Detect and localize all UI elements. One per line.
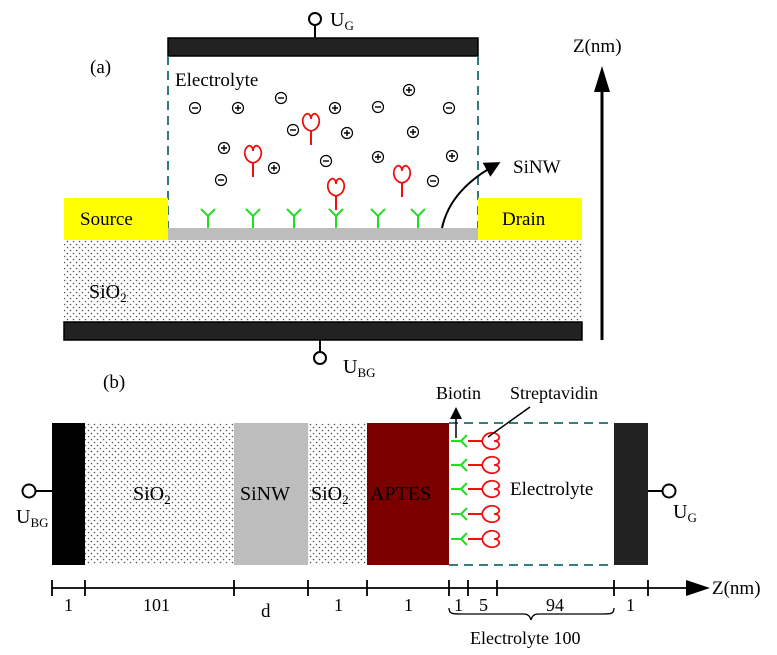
top-gate-terminal-b	[661, 483, 677, 499]
dim-label-aptes: 1	[404, 595, 413, 615]
dim-label-sinw: d	[261, 601, 271, 622]
dim-label-streptavidin: 5	[479, 595, 488, 615]
bound-target-molecule	[326, 177, 346, 211]
probe-receptor	[370, 208, 386, 229]
dim-label-biotin: 1	[454, 595, 463, 615]
negative-ion	[274, 91, 288, 105]
electrolyte-total-label: Electrolyte 100	[470, 628, 580, 648]
panel-b-label: (b)	[103, 372, 125, 393]
oxide-right-label: SiO2	[311, 483, 349, 507]
free-target-molecule	[392, 164, 412, 198]
free-target-molecule	[301, 112, 321, 146]
streptavidin-target	[467, 455, 501, 475]
oxide-label: SiO2	[89, 281, 127, 305]
top-gate-terminal	[308, 12, 322, 26]
positive-ion	[445, 149, 459, 163]
positive-ion	[217, 141, 231, 155]
sinw-channel	[168, 228, 478, 240]
negative-ion	[426, 174, 440, 188]
probe-receptor	[328, 208, 344, 229]
top-gate-label: UG	[330, 9, 354, 33]
back-gate-label-b: UBG	[16, 506, 49, 530]
dim-label-oxide: 101	[143, 595, 170, 615]
back-gate-terminal-b	[21, 483, 37, 499]
biotin-probe	[450, 482, 468, 496]
top-gate-electrode	[167, 37, 479, 57]
back-gate-layer	[52, 423, 85, 565]
panel-a: (a) UG Electrolyte	[63, 9, 622, 380]
biotin-label: Biotin	[436, 383, 481, 403]
oxide-left-label: SiO2	[133, 483, 171, 507]
sinw-layer	[234, 423, 308, 565]
biotin-probe	[450, 434, 468, 448]
dim-label-topgate: 1	[626, 595, 635, 615]
top-gate-layer	[614, 423, 648, 565]
streptavidin-target	[467, 431, 501, 451]
positive-ion	[340, 126, 354, 140]
probe-receptor	[410, 208, 426, 229]
streptavidin-target	[467, 504, 501, 524]
positive-ion	[231, 101, 245, 115]
negative-ion	[188, 101, 202, 115]
positive-ion	[328, 101, 342, 115]
back-gate-terminal	[313, 351, 327, 365]
negative-ion	[214, 173, 228, 187]
electrolyte-layer-label: Electrolyte	[510, 479, 593, 500]
negative-ion	[319, 154, 333, 168]
aptes-layer	[367, 423, 449, 565]
electrolyte-brace	[448, 607, 615, 621]
dimension-ticks	[51, 580, 649, 596]
biotin-probe	[450, 532, 468, 546]
dim-label-oxide2: 1	[334, 595, 343, 615]
sinw-pointer-arrow	[441, 162, 501, 229]
negative-ion	[371, 100, 385, 114]
biotin-probe	[450, 458, 468, 472]
streptavidin-target	[467, 479, 501, 499]
back-gate-electrode	[63, 321, 583, 341]
biotin-probe	[450, 507, 468, 521]
dim-label-electrolyte: 94	[546, 595, 564, 615]
drain-label: Drain	[502, 209, 546, 230]
probe-receptor	[245, 208, 261, 229]
oxide-layer	[64, 240, 582, 322]
z-axis-arrowhead	[594, 66, 610, 92]
positive-ion	[406, 125, 420, 139]
negative-ion	[442, 101, 456, 115]
top-gate-label-b: UG	[673, 501, 697, 525]
positive-ion	[402, 83, 416, 97]
electrolyte-boundary	[449, 422, 614, 566]
ions	[188, 83, 459, 188]
z-axis-label-b: Z(nm)	[712, 578, 761, 599]
sinw-layer-label: SiNW	[240, 483, 290, 505]
surface-molecules	[450, 431, 501, 549]
free-target-molecule	[243, 144, 263, 178]
oxide-layer-right	[308, 423, 367, 565]
probe-receptor	[200, 208, 216, 229]
aptes-label: APTES	[370, 483, 431, 505]
source-contact	[64, 198, 168, 240]
positive-ion	[267, 161, 281, 175]
source-label: Source	[80, 209, 133, 230]
electrolyte-label: Electrolyte	[175, 70, 258, 91]
sinw-label: SiNW	[513, 157, 561, 178]
z-axis-label-a: Z(nm)	[573, 36, 622, 57]
streptavidin-pointer	[487, 406, 531, 438]
back-gate-label: UBG	[343, 356, 376, 380]
panel-b: (b) SiO2 SiNW SiO2 APTES Electrolyte	[16, 372, 761, 648]
streptavidin-target	[467, 529, 501, 549]
dim-label-backgate: 1	[64, 595, 73, 615]
probe-receptor	[286, 208, 302, 229]
negative-ion	[286, 123, 300, 137]
positive-ion	[371, 150, 385, 164]
drain-contact	[478, 198, 582, 240]
panel-a-label: (a)	[90, 57, 111, 78]
oxide-layer-left	[85, 423, 234, 565]
streptavidin-label: Streptavidin	[510, 383, 598, 403]
dimension-axis-arrowhead	[686, 580, 710, 596]
